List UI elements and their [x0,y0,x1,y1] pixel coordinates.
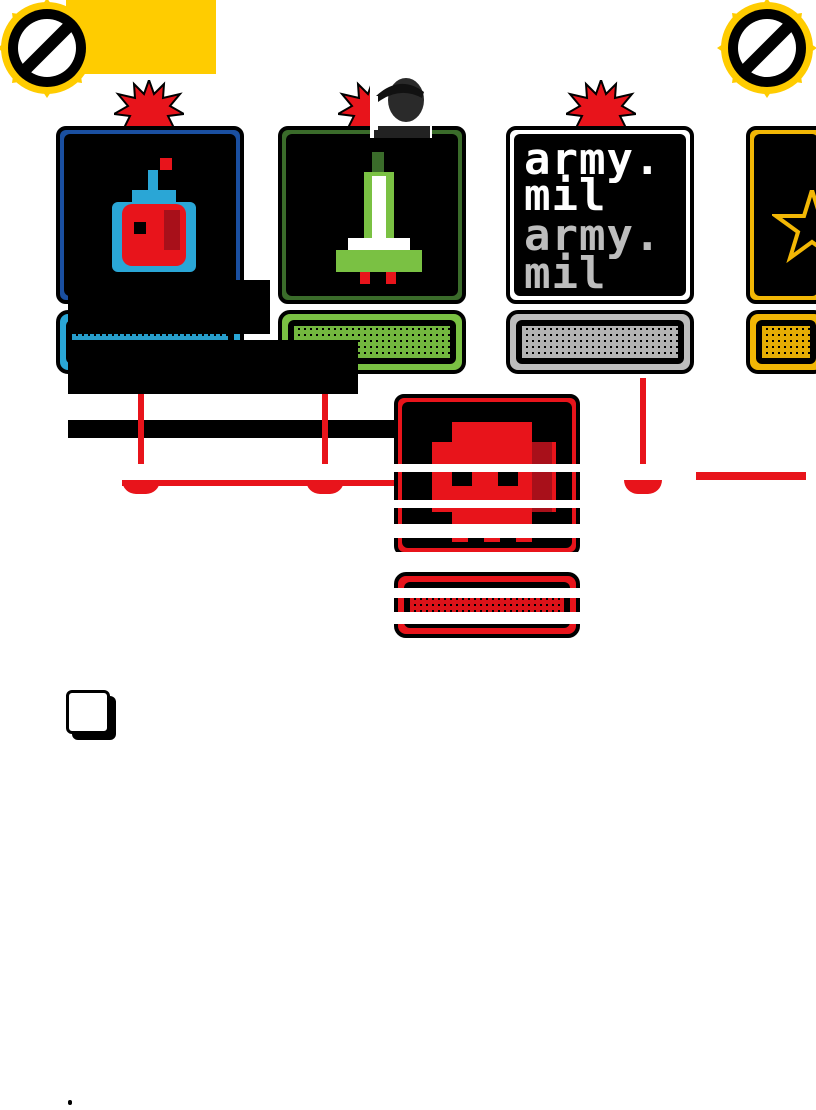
star-keyboard [746,310,816,374]
strike-bar [394,552,584,572]
army-line-2: mil [524,170,607,221]
burst-icon [566,80,636,128]
strike-bar [394,524,584,538]
connector-line [322,394,328,464]
strike-bar [394,588,584,598]
footer-dot [68,1100,72,1105]
redaction-bar [68,280,270,334]
connector-node [624,480,662,494]
redaction-bar [68,420,408,438]
connector-line [640,378,646,464]
person-photo-icon [370,74,432,138]
army-terminal: army. mil army. mil [506,126,694,304]
army-line-4: mil [524,248,607,299]
bomb-pixel-icon [112,158,196,272]
strike-bar [394,500,584,508]
army-line-1: army. [524,134,662,185]
skull-keyboard [394,572,580,638]
army-star-icon [772,190,816,264]
rocket-terminal [278,126,466,304]
connector-line [138,394,144,464]
strike-bar [394,612,584,624]
strike-bar [394,464,584,472]
army-keyboard [506,310,694,374]
star-terminal [746,126,816,304]
connector-node [122,480,160,494]
burst-icon [114,80,184,128]
connector-line [696,472,806,480]
rocket-pixel-icon [336,152,422,284]
redaction-bar [68,340,358,394]
no-entry-icon [0,0,97,98]
connector-line [122,480,402,486]
no-entry-icon [717,0,816,98]
army-line-3: army. [524,210,662,261]
corner-box [66,690,110,734]
connector-node [306,480,344,494]
bomb-terminal [56,126,244,304]
